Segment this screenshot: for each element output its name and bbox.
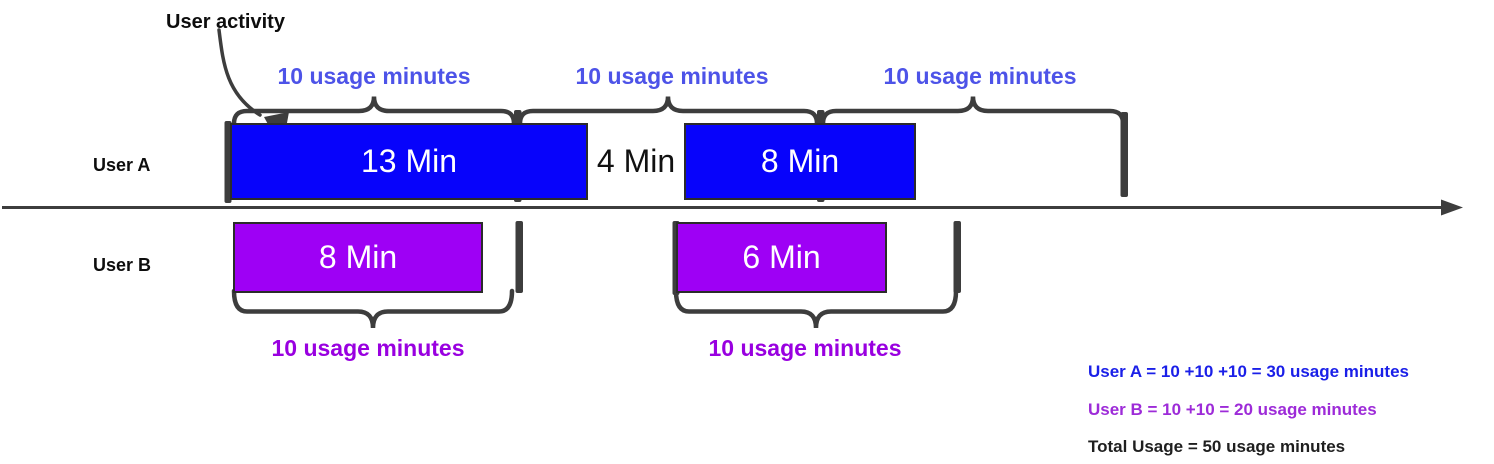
user-activity-arrow-curve <box>217 28 262 117</box>
usage-brace-b2 <box>673 288 959 329</box>
user-b-bar-1-value: 8 Min <box>318 239 398 275</box>
user-a-label: User A <box>93 155 151 175</box>
user-a-gap-label: 4 Min <box>588 123 684 200</box>
usage-block-label-a2: 10 usage minutes <box>575 63 769 89</box>
boundary-tick-b-20min <box>953 221 961 293</box>
summary-total: Total Usage = 50 usage minutes <box>1088 437 1346 456</box>
boundary-tick-a-start <box>224 121 232 203</box>
user-a-activity-bar-2: 8 Min <box>684 123 916 200</box>
user-b-bar-2-value: 6 Min <box>742 239 821 275</box>
usage-brace-a1 <box>231 96 517 126</box>
user-b-label: User B <box>93 255 152 275</box>
usage-brace-b1 <box>231 288 515 329</box>
usage-block-label-a1: 10 usage minutes <box>277 63 471 89</box>
boundary-tick-b-10min <box>515 221 523 293</box>
timeline-axis <box>2 199 1463 216</box>
boundary-tick-a-30min <box>1120 112 1128 197</box>
user-a-gap-value: 4 Min <box>596 143 676 179</box>
user-b-activity-bar-1: 8 Min <box>233 222 483 293</box>
usage-brace-a3 <box>820 96 1126 126</box>
user-a-bar-2-value: 8 Min <box>760 143 840 179</box>
usage-brace-a2 <box>517 96 820 126</box>
user-a-activity-bar-1: 13 Min <box>230 123 588 200</box>
summary-user-a: User A = 10 +10 +10 = 30 usage minutes <box>1088 362 1409 381</box>
user-activity-label: User activity <box>166 11 285 33</box>
usage-block-label-b1: 10 usage minutes <box>271 335 465 361</box>
usage-block-label-b2: 10 usage minutes <box>708 335 902 361</box>
summary-user-b: User B = 10 +10 = 20 usage minutes <box>1088 400 1377 419</box>
user-a-bar-1-value: 13 Min <box>360 143 458 179</box>
timeline-arrowhead-icon <box>1441 199 1463 216</box>
usage-block-label-a3: 10 usage minutes <box>883 63 1077 89</box>
user-b-activity-bar-2: 6 Min <box>676 222 887 293</box>
